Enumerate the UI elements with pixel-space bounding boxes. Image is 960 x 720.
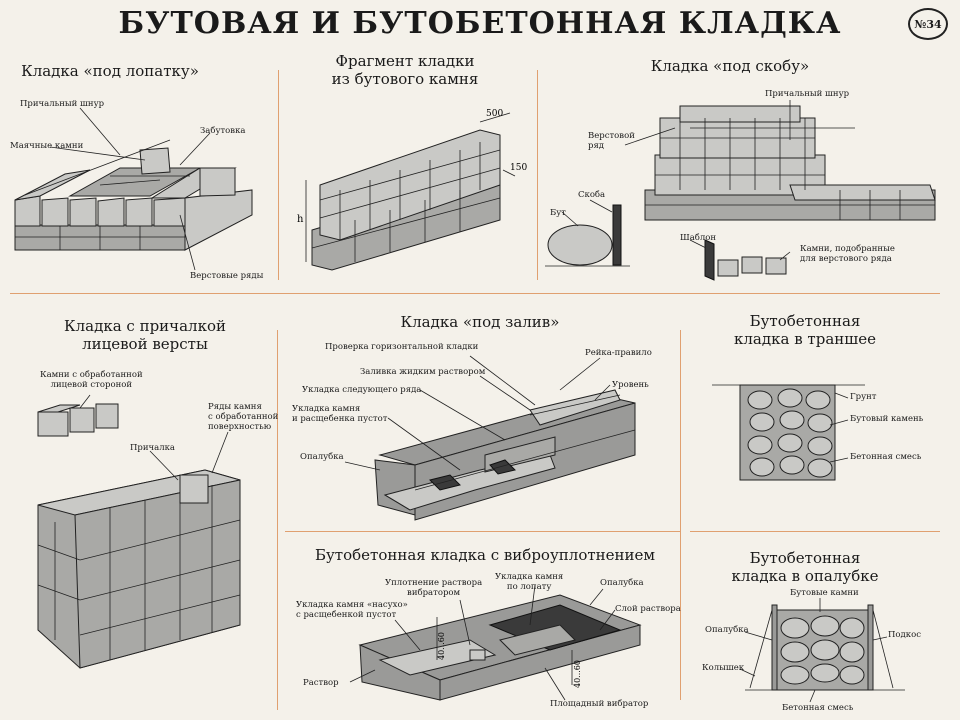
vertical-divider-bottom-1 — [277, 330, 278, 710]
skobu-label-verstovoy: Верстовой ряд — [588, 131, 635, 151]
vertical-divider-top-2 — [537, 70, 538, 280]
vertical-divider-bottom-2 — [680, 330, 681, 700]
heading-zaliv: Кладка «под залив» — [400, 313, 560, 331]
vibro-label-sloy: Слой раствора — [615, 604, 681, 614]
vibro-label-uplotnenie: Уплотнение раствора вибратором — [385, 578, 483, 598]
opalubke-label-kamni: Бутовые камни — [790, 588, 859, 598]
heading-fragment: Фрагмент кладки из бутового камня — [331, 52, 479, 88]
vibro-label-rastvor: Раствор — [303, 678, 339, 688]
skobu-label-kamni: Камни, подобранные для верстового ряда — [800, 244, 895, 264]
prichalka-illustration — [37, 394, 241, 669]
horizontal-divider-right — [690, 531, 940, 532]
opalubke-label-opalubka: Опалубка — [705, 625, 749, 635]
vibro-illustration: 40...60 40...60 — [349, 584, 642, 701]
transhee-illustration — [712, 384, 865, 481]
fragment-dim-h: h — [297, 214, 304, 225]
skobu-illustration — [545, 100, 936, 281]
heading-skobu: Кладка «под скобу» — [650, 57, 810, 75]
prichalka-label-ryady: Ряды камня с обработанной поверхностью — [208, 402, 279, 432]
zaliv-label-uroven: Уровень — [612, 380, 649, 390]
lopatku-illustration — [14, 107, 253, 271]
transhee-label-smes: Бетонная смесь — [850, 452, 922, 462]
skobu-label-but: Бут — [550, 208, 566, 218]
zaliv-label-ukladka-ryada: Укладка следующего ряда — [302, 385, 422, 395]
skobu-label-shnur: Причальный шнур — [765, 89, 850, 99]
vertical-divider-top-1 — [278, 70, 279, 280]
lopatku-label-shnur: Причальный шнур — [20, 99, 105, 109]
lopatku-label-mayachnye: Маячные камни — [10, 141, 84, 151]
prichalka-label-prichalka: Причалка — [130, 443, 175, 453]
lopatku-label-verstovye: Верстовые ряды — [190, 271, 264, 281]
fragment-dim-150: 150 — [510, 163, 527, 173]
vibro-label-opalubka: Опалубка — [600, 578, 644, 588]
sheet-number-badge: №34 — [908, 8, 948, 40]
transhee-label-grunt: Грунт — [850, 392, 877, 402]
horizontal-divider-bottom — [285, 531, 680, 532]
fragment-dim-500: 500 — [486, 109, 503, 119]
vibro-label-ukladka-nasukho: Укладка камня «насухо» с расщебенкой пус… — [296, 600, 408, 620]
opalubke-label-smes: Бетонная смесь — [782, 703, 854, 713]
heading-transhee: Бутобетонная кладка в траншее — [734, 312, 876, 348]
skobu-label-skoba: Скоба — [578, 190, 606, 200]
zaliv-label-proverka: Проверка горизонтальной кладки — [325, 342, 479, 352]
zaliv-label-zalivka: Заливка жидким раствором — [360, 367, 486, 377]
zaliv-label-opalubka: Опалубка — [300, 452, 344, 462]
heading-opalubke: Бутобетонная кладка в опалубке — [731, 549, 879, 585]
fragment-illustration: 500 150 h — [297, 109, 527, 271]
lopatku-label-zabutovka: Забутовка — [200, 126, 246, 136]
heading-vibro: Бутобетонная кладка с виброуплотнением — [314, 546, 656, 564]
heading-prichalka: Кладка с причалкой лицевой версты — [64, 317, 226, 353]
skobu-label-shablon: Шаблон — [680, 233, 717, 243]
opalubke-label-kolyshek: Колышек — [702, 663, 745, 673]
heading-lopatku: Кладка «под лопатку» — [21, 62, 199, 80]
prichalka-label-kamni: Камни с обработанной лицевой стороной — [40, 370, 143, 390]
zaliv-illustration — [344, 355, 636, 521]
vibro-dim-1: 40...60 — [437, 632, 446, 660]
vibro-label-ukladka-lopatu: Укладка камня по лопату — [495, 572, 564, 592]
transhee-label-kamen: Бутовый камень — [850, 414, 924, 424]
vibro-dim-2: 40...60 — [573, 660, 582, 688]
page-title: БУТОВАЯ И БУТОБЕТОННАЯ КЛАДКА — [118, 6, 842, 41]
zaliv-label-ukladka-kamnya: Укладка камня и расщебенка пустот — [292, 404, 388, 424]
opalubke-label-podkos: Подкос — [888, 630, 921, 640]
vibro-label-vibrator: Площадный вибратор — [550, 699, 649, 709]
zaliv-label-reyka: Рейка-правило — [585, 348, 652, 358]
horizontal-divider — [10, 293, 940, 294]
opalubke-illustration — [739, 598, 905, 703]
